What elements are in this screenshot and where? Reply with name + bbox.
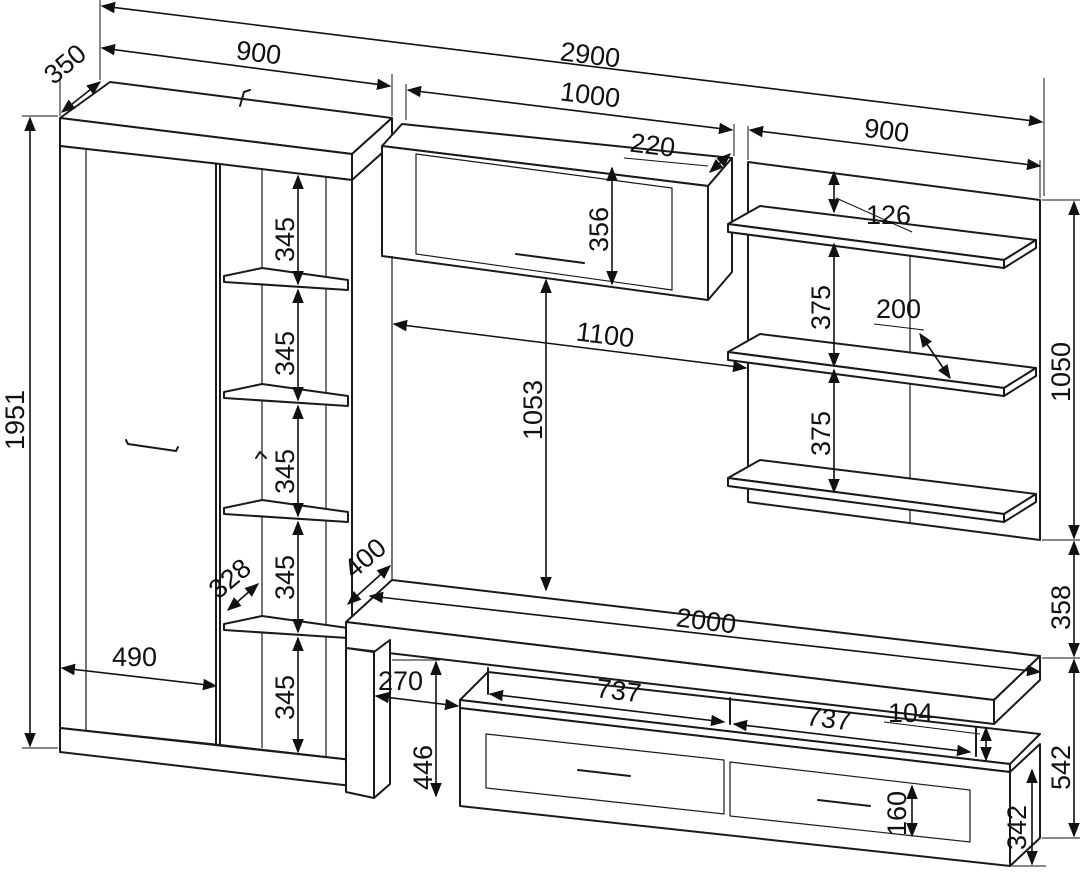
label-cabinet-width: 900 — [234, 35, 282, 70]
label-cabinet-depth: 350 — [38, 38, 92, 90]
label-cabinet-shelf-5: 345 — [270, 675, 300, 720]
label-stand-side-height: 446 — [408, 745, 438, 790]
tall-cabinet — [59, 81, 393, 787]
label-total-height: 1951 — [0, 390, 30, 450]
drawer-handle-left-icon — [577, 769, 631, 777]
door-handle-icon — [125, 439, 179, 452]
label-shelf-spacing-2: 375 — [806, 411, 836, 456]
label-shelf-gap-top: 126 — [866, 200, 911, 230]
label-wall-unit-depth: 220 — [628, 128, 676, 163]
drawer-handle-right-icon — [817, 799, 871, 807]
label-tv-stand-width: 2000 — [675, 602, 738, 639]
label-open-gap-width: 1100 — [575, 317, 636, 354]
shelf-panel — [727, 161, 1041, 541]
label-cabinet-shelf-4: 345 — [270, 555, 300, 600]
label-cabinet-shelf-1: 345 — [270, 217, 300, 262]
dimension-lines — [22, 0, 1080, 867]
label-wall-unit-width: 1000 — [559, 76, 622, 113]
label-panel-height: 1050 — [1046, 342, 1076, 402]
wall-unit — [381, 123, 733, 580]
label-cabinet-shelf-2: 345 — [270, 331, 300, 376]
wall-unit-handle-icon — [515, 253, 585, 264]
label-door-width: 490 — [112, 642, 157, 672]
shelf-pin-icon — [255, 451, 267, 459]
label-stand-base-height: 342 — [1002, 805, 1032, 850]
label-compartment-width-2: 737 — [804, 701, 852, 736]
label-total-width: 2900 — [559, 36, 622, 73]
label-drawer-height: 160 — [882, 791, 912, 836]
label-shelf-spacing-1: 375 — [806, 285, 836, 330]
label-cabinet-shelf-3: 345 — [270, 449, 300, 494]
label-shelf-depth: 200 — [876, 294, 921, 324]
label-floor-to-top: 358 — [1046, 585, 1076, 630]
label-stand-side-depth: 270 — [378, 666, 423, 696]
label-wall-unit-clearance: 1053 — [518, 380, 548, 440]
label-compartment-height: 104 — [888, 698, 933, 728]
label-stand-height: 542 — [1046, 745, 1076, 790]
label-wall-unit-height: 356 — [584, 207, 614, 252]
label-shelf-unit-width: 900 — [862, 113, 910, 148]
dimension-labels: 350 900 2900 1000 220 356 900 126 200 37… — [0, 35, 1076, 850]
label-compartment-width-1: 737 — [594, 673, 642, 708]
